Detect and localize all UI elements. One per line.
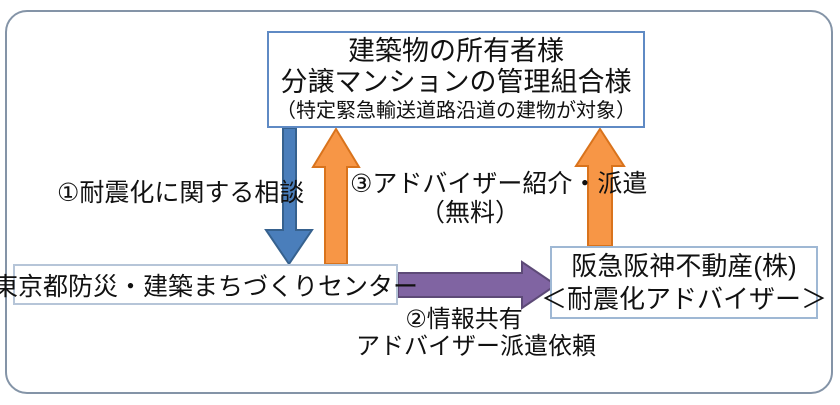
step1-consultation-label: ①耐震化に関する相談 [57,179,305,207]
building-owners-line3: （特定緊急輸送道路沿道の建物が対象） [276,99,636,122]
tokyo-center-label: 東京都防災・建築まちづくりセンター [0,272,419,301]
step2-line1: ②情報共有 [405,306,523,333]
building-owners-line2: 分譲マンションの管理組合様 [280,66,632,97]
hankyu-hanshin-line1: 阪急阪神不動産(株) [571,250,797,281]
building-owners-line1: 建築物の所有者様 [348,35,564,66]
info-sharing-arrow-right-icon [397,260,558,310]
step3-line2: （無料） [419,199,520,227]
consultation-arrow-down-icon [264,127,314,266]
building-owners-box: 建築物の所有者様 分譲マンションの管理組合様 （特定緊急輸送道路沿道の建物が対象… [267,31,645,128]
tokyo-center-box: 東京都防災・建築まちづくりセンター [0,264,418,305]
step2-info-sharing-label: ②情報共有 アドバイザー派遣依頼 [356,306,596,360]
step3-advisor-referral-label: ③アドバイザー紹介・派遣 （無料） [350,170,648,228]
step3-line1: ③アドバイザー紹介・派遣 [350,170,648,198]
hankyu-hanshin-box: 阪急阪神不動産(株) ＜耐震化アドバイザー＞ [541,246,827,319]
step2-line2: アドバイザー派遣依頼 [356,333,596,360]
hankyu-hanshin-line2: ＜耐震化アドバイザー＞ [541,283,828,314]
